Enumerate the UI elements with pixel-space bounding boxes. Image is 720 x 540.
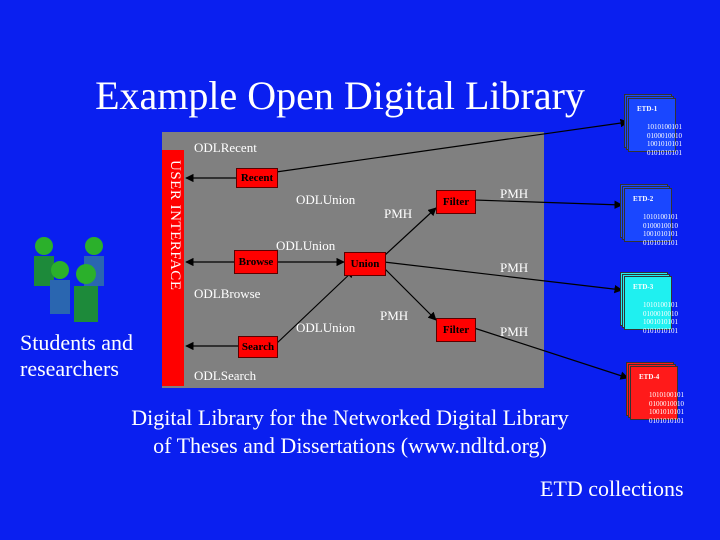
people-icon — [34, 237, 104, 322]
odl-browse-label: ODLBrowse — [194, 286, 261, 301]
wire-union-filter-bottom — [383, 267, 437, 321]
etd-collections-caption: ETD collections — [540, 476, 684, 501]
browse-node: Browse — [234, 250, 278, 274]
etd-label: ETD-3 — [633, 283, 654, 291]
wire-union-filter-top — [383, 207, 437, 257]
pmh-label: PMH — [500, 186, 529, 201]
recent-node: Recent — [236, 168, 278, 188]
wire-search-union — [275, 269, 355, 345]
pmh-label: PMH — [500, 324, 529, 339]
students-label: Students and researchers — [20, 330, 134, 381]
page-title: Example Open Digital Library — [95, 73, 585, 118]
pmh-label: PMH — [500, 260, 529, 275]
etd-label: ETD-1 — [637, 105, 658, 113]
pmh-label: PMH — [380, 308, 409, 323]
etd-label: ETD-4 — [639, 373, 660, 381]
odl-recent-label: ODLRecent — [194, 140, 257, 155]
user-interface-label: USER INTERFACE — [167, 160, 183, 291]
wire-filter-etd4 — [473, 327, 629, 380]
library-note: Digital Library for the Networked Digita… — [131, 405, 569, 458]
odl-search-label: ODLSearch — [194, 368, 257, 383]
pmh-label: PMH — [384, 206, 413, 221]
union-node: Union — [344, 252, 386, 276]
filter-node-bottom: Filter — [436, 318, 476, 342]
odl-union-bottom-label: ODLUnion — [296, 320, 356, 335]
filter-node-top: Filter — [436, 190, 476, 214]
user-interface-bar — [162, 150, 184, 386]
wire-recent-etd1 — [275, 118, 629, 173]
wire-filter-etd2 — [473, 199, 623, 209]
odl-union-mid-label: ODLUnion — [276, 238, 336, 253]
odl-union-top-label: ODLUnion — [296, 192, 356, 207]
etd-label: ETD-2 — [633, 195, 654, 203]
wire-union-etd3 — [383, 261, 623, 294]
search-node: Search — [238, 336, 278, 358]
